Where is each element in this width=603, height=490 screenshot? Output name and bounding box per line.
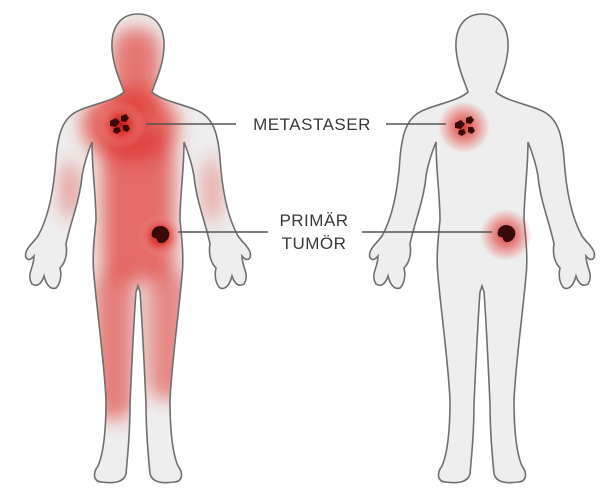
primary-label-line2: TUMÖR — [282, 234, 347, 253]
primary-label-line1: PRIMÄR — [279, 211, 348, 230]
left-spread-area — [60, 28, 222, 420]
right-body-silhouette — [370, 14, 595, 483]
right-metastasis-glow — [438, 101, 490, 153]
left-figure — [26, 14, 251, 483]
left-metastasis-glow — [97, 101, 145, 149]
metastases-label: METASTASER — [253, 115, 371, 134]
right-figure — [370, 14, 595, 483]
